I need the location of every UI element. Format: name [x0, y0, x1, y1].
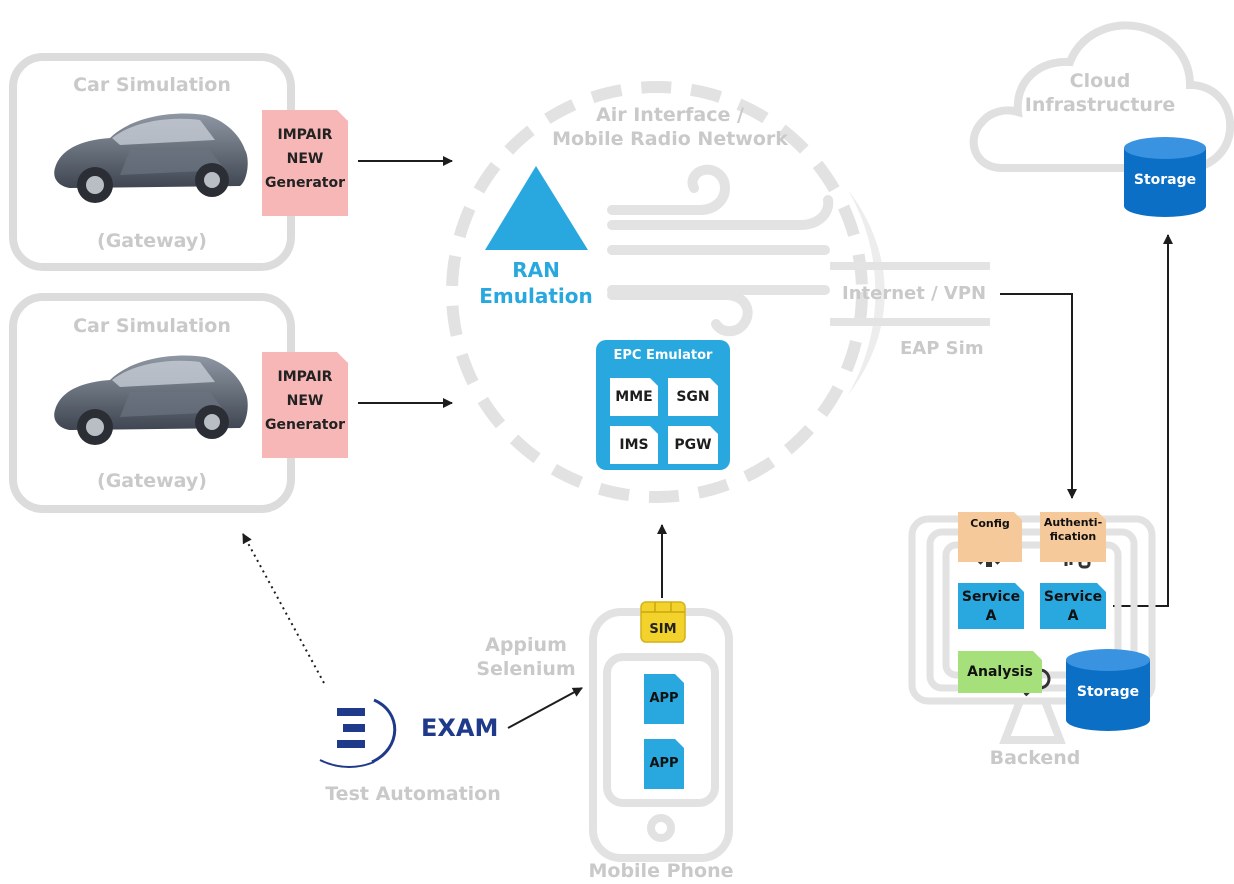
car-panel-2-subtitle: (Gateway): [97, 470, 207, 492]
authentication-note: Authenti- fication: [1040, 512, 1106, 562]
cloud-shape: [969, 21, 1234, 172]
ran-label-line2: Emulation: [479, 284, 593, 308]
test-automation-label: Test Automation: [325, 783, 501, 805]
auth-line: Authenti-: [1043, 516, 1103, 529]
car-panel-1-impair-note: IMPAIR NEW Generator: [262, 110, 348, 216]
ran-label-line1: RAN: [512, 258, 560, 282]
wind-lines: [607, 164, 834, 337]
epc-title: EPC Emulator: [613, 348, 713, 363]
air-interface-shade: [848, 190, 885, 395]
car-image-2: [54, 355, 248, 445]
note-line: Generator: [264, 417, 345, 433]
ran-triangle: [485, 166, 588, 250]
note-line: IMPAIR: [277, 369, 333, 385]
car-panel-2-impair-note: IMPAIR NEW Generator: [262, 352, 348, 458]
exam-logo: [319, 698, 397, 768]
exam-brand: EXAM: [421, 714, 499, 742]
cloud-storage-cylinder: [1124, 137, 1206, 217]
epc-tile-mme: MME: [610, 378, 658, 416]
epc-tile-sgn: SGN: [668, 378, 718, 416]
service-line: Service: [1043, 589, 1103, 605]
note-line: NEW: [286, 393, 324, 409]
cloud-label-line1: Cloud: [1069, 70, 1131, 92]
service-line: A: [985, 608, 997, 624]
service-line: Service: [961, 589, 1021, 605]
analysis-note: Analysis: [958, 651, 1042, 693]
app-label: APP: [649, 691, 679, 706]
arrow-service-to-cloud: [1113, 234, 1173, 607]
arrow-automation-to-car: [242, 533, 325, 684]
app-label: APP: [649, 756, 679, 771]
note-line: IMPAIR: [277, 127, 333, 143]
epc-tile-ims: IMS: [610, 426, 658, 464]
backend-storage-label: Storage: [1076, 684, 1140, 700]
service-a-right: Service A: [1040, 583, 1106, 629]
backend-label: Backend: [989, 747, 1081, 769]
cloud-storage-label: Storage: [1133, 172, 1197, 188]
car-panel-2-title: Car Simulation: [73, 315, 231, 337]
app-note-1: APP: [644, 674, 684, 724]
arrow-internet-to-backend: [1000, 293, 1077, 499]
backend-stand: [999, 699, 1066, 744]
arrow-exam-to-phone: [507, 687, 583, 729]
car-panel-1-subtitle: (Gateway): [97, 230, 207, 252]
note-line: Generator: [264, 175, 345, 191]
car-image-1: [54, 113, 248, 203]
mobile-phone-frame: [589, 608, 733, 862]
appium-label: Appium: [485, 634, 567, 656]
eap-sim-label: EAP Sim: [900, 338, 984, 359]
service-line: A: [1067, 608, 1079, 624]
sim-chip: [640, 601, 686, 643]
app-note-2: APP: [644, 739, 684, 789]
sim-label: SIM: [649, 622, 677, 637]
cloud-label-line2: Infrastructure: [1024, 94, 1176, 116]
internet-vpn-label: Internet / VPN: [842, 283, 987, 304]
note-line: NEW: [286, 151, 324, 167]
backend-storage-cylinder: [1066, 649, 1150, 731]
car-panel-1-title: Car Simulation: [73, 74, 231, 96]
selenium-label: Selenium: [476, 658, 576, 680]
air-interface-circle: [446, 81, 868, 503]
config-label: Config: [970, 517, 1010, 530]
service-a-left: Service A: [958, 583, 1024, 629]
air-interface-line1: Air Interface /: [596, 104, 744, 126]
mobile-phone-label: Mobile Phone: [588, 860, 734, 882]
auth-line: fication: [1049, 530, 1097, 543]
config-note: Config: [958, 512, 1022, 562]
air-interface-line2: Mobile Radio Network: [552, 128, 788, 150]
epc-tile-pgw: PGW: [668, 426, 718, 464]
